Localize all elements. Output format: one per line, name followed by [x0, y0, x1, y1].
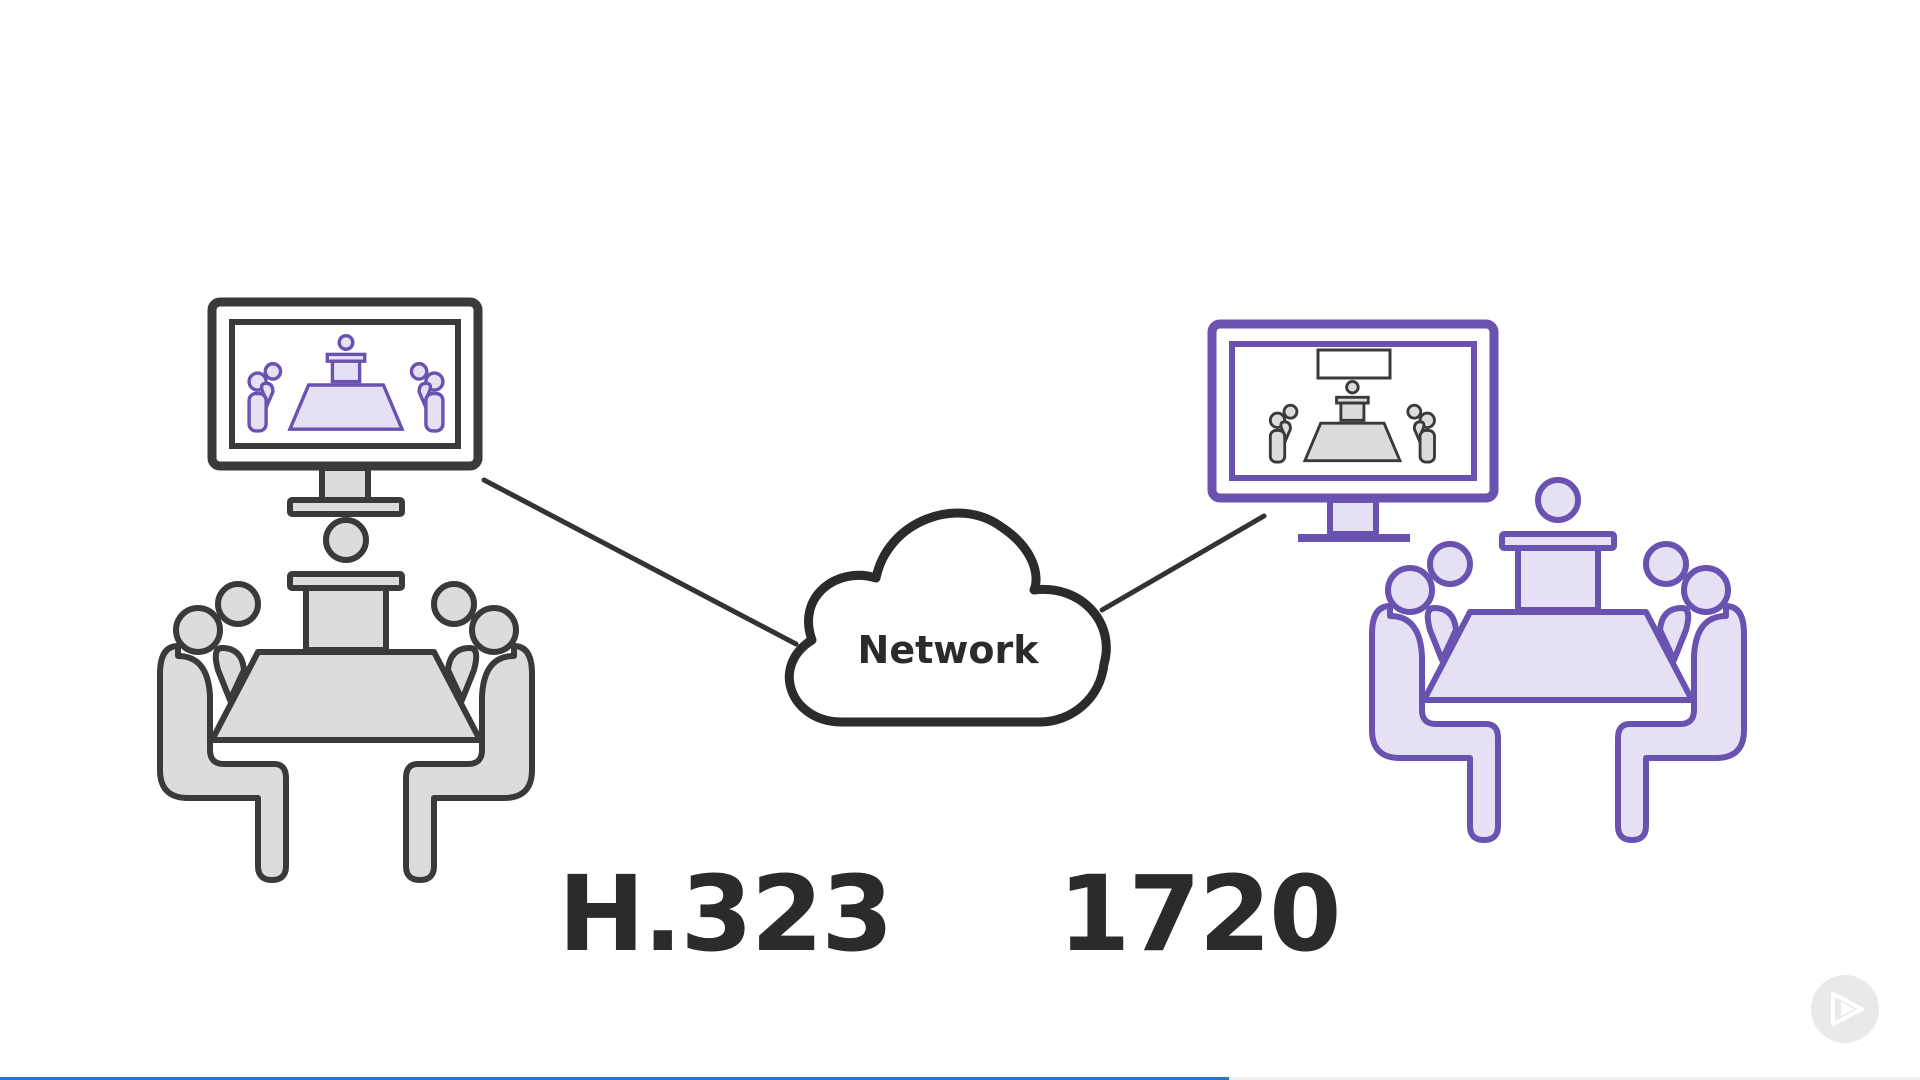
left-site: [160, 297, 532, 880]
left-meeting-room-icon: [160, 497, 532, 880]
right-meeting-room-icon: [1372, 480, 1744, 840]
link-line-left: [481, 477, 799, 647]
left-monitor-icon: [207, 297, 483, 503]
protocol-label: H.323: [558, 853, 894, 975]
network-label: Network: [858, 628, 1040, 672]
right-site: [1207, 319, 1744, 840]
right-monitor-icon: [1207, 319, 1499, 542]
port-label: 1720: [1058, 853, 1341, 975]
play-logo-icon[interactable]: [1811, 975, 1879, 1043]
link-line-right: [1099, 513, 1267, 613]
protocol-port-labels: H.323 1720: [0, 862, 1920, 982]
playback-progress-fill: [0, 1077, 1229, 1080]
playback-progress-bar[interactable]: [0, 1077, 1920, 1080]
network-cloud-icon: [784, 508, 1111, 727]
